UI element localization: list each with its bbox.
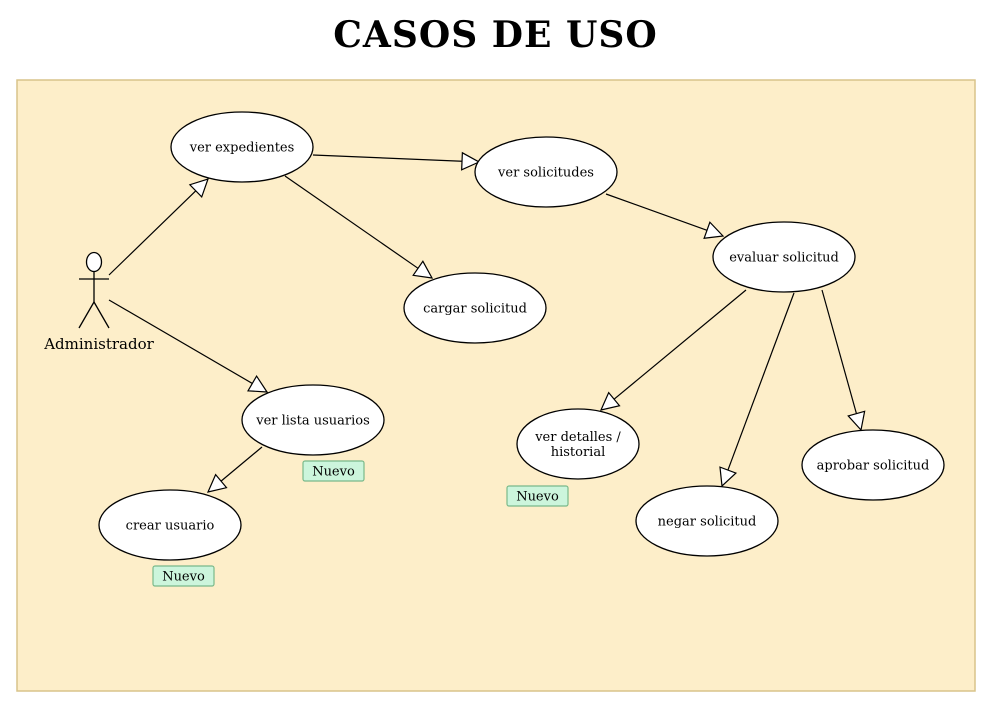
actor: Administrador	[43, 251, 155, 353]
actor-leg-left	[78, 301, 95, 329]
use-case-label: ver detalles /	[534, 430, 621, 445]
new-badge-ver-lista-usuarios: Nuevo	[302, 460, 365, 482]
diagram-title: CASOS DE USO	[333, 14, 658, 56]
use-case-label: ver lista usuarios	[255, 414, 370, 429]
edge-line	[108, 299, 253, 384]
edge-line	[613, 289, 747, 400]
use-case-label: historial	[551, 445, 606, 460]
edge-line	[821, 289, 858, 414]
arrowhead	[412, 260, 434, 279]
use-case-aprobar-solicitud[interactable]: aprobar solicitud	[801, 429, 945, 501]
new-badge-crear-usuario: Nuevo	[152, 565, 215, 587]
use-case-ellipse	[635, 485, 779, 557]
use-case-ellipse	[474, 136, 618, 208]
edge-ver-lista-usuarios-to-crear-usuario	[206, 446, 263, 493]
edge-admin-to-ver-lista-usuarios	[108, 299, 269, 393]
use-case-crear-usuario[interactable]: crear usuario	[98, 489, 242, 561]
use-case-ellipse	[516, 408, 640, 480]
new-badge-ver-detalles-historial: Nuevo	[506, 485, 569, 507]
badge-box	[302, 460, 365, 482]
use-case-evaluar-solicitud[interactable]: evaluar solicitud	[712, 221, 856, 293]
arrowhead	[599, 391, 621, 411]
edge-admin-to-ver-expedientes	[108, 178, 209, 276]
use-case-label: crear usuario	[126, 519, 215, 534]
use-case-ver-detalles-historial[interactable]: ver detalles /historial	[516, 408, 640, 480]
edge-line	[220, 446, 263, 482]
use-case-label: negar solicitud	[658, 515, 757, 530]
use-case-label: ver solicitudes	[497, 166, 594, 181]
use-case-label: ver expedientes	[189, 141, 295, 156]
use-case-ver-expedientes[interactable]: ver expedientes	[170, 111, 314, 183]
edge-line	[727, 292, 795, 471]
edge-line	[605, 193, 708, 231]
edge-line	[284, 175, 419, 269]
actor-leg-right	[93, 301, 110, 329]
use-case-ver-lista-usuarios[interactable]: ver lista usuarios	[241, 384, 385, 456]
use-case-label: evaluar solicitud	[729, 251, 839, 266]
badge-label: Nuevo	[162, 570, 205, 585]
edge-ver-solicitudes-to-evaluar-solicitud	[605, 193, 725, 239]
arrowhead	[847, 410, 866, 432]
edge-line	[312, 154, 463, 162]
edge-evaluar-solicitud-to-aprobar-solicitud	[821, 289, 866, 432]
arrowhead	[247, 374, 269, 393]
actor-head	[85, 251, 103, 273]
edge-ver-expedientes-to-ver-solicitudes	[312, 151, 481, 171]
edge-ver-expedientes-to-cargar-solicitud	[284, 175, 434, 279]
edge-evaluar-solicitud-to-negar-solicitud	[719, 292, 795, 488]
use-case-ver-solicitudes[interactable]: ver solicitudes	[474, 136, 618, 208]
badge-label: Nuevo	[312, 465, 355, 480]
use-case-negar-solicitud[interactable]: negar solicitud	[635, 485, 779, 557]
use-case-ellipse	[241, 384, 385, 456]
use-case-label: aprobar solicitud	[817, 459, 930, 474]
actor-label: Administrador	[43, 335, 154, 353]
use-case-cargar-solicitud[interactable]: cargar solicitud	[403, 272, 547, 344]
badge-box	[152, 565, 215, 587]
use-case-ellipse	[801, 429, 945, 501]
use-case-label: cargar solicitud	[423, 302, 527, 317]
arrowhead	[206, 473, 228, 493]
edge-line	[108, 190, 197, 276]
edge-evaluar-solicitud-to-ver-detalles-historial	[599, 289, 747, 411]
nodes-layer: ver expedientes ver solicitudes cargar sol…	[98, 111, 945, 561]
use-case-ellipse	[98, 489, 242, 561]
badge-label: Nuevo	[516, 490, 559, 505]
use-case-ellipse	[403, 272, 547, 344]
use-case-ellipse	[712, 221, 856, 293]
arrowhead	[461, 151, 481, 171]
badge-box	[506, 485, 569, 507]
arrowhead	[719, 466, 738, 488]
arrowhead	[703, 221, 725, 239]
use-case-ellipse	[170, 111, 314, 183]
arrowhead	[188, 178, 209, 199]
edges-layer	[108, 151, 866, 493]
